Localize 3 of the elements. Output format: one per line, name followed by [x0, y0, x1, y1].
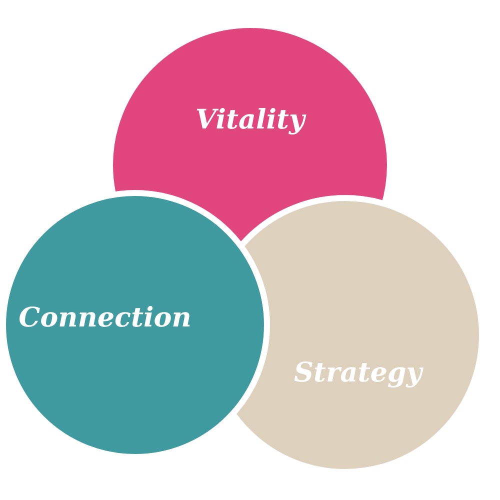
circle-label: Connection — [18, 302, 192, 334]
circle-label: Vitality — [195, 104, 305, 136]
circle-label: Strategy — [294, 358, 422, 388]
